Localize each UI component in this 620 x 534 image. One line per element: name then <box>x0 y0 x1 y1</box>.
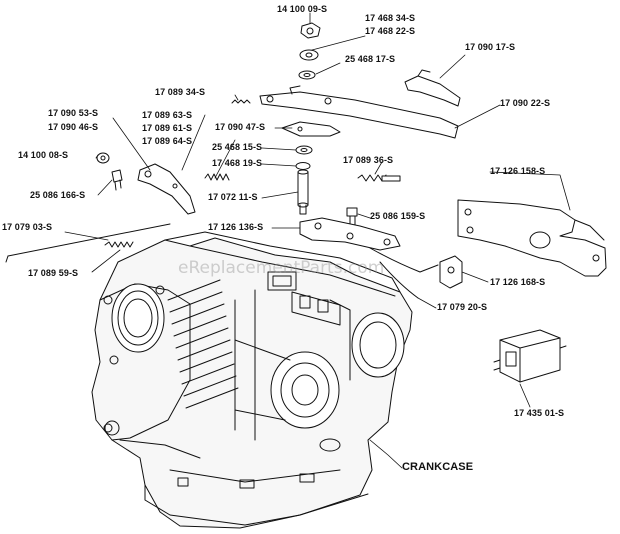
crankcase-illustration <box>91 231 413 529</box>
leader-lines <box>64 12 571 469</box>
throttle-parts <box>5 152 230 263</box>
part-label: 17 079 20-S <box>437 302 488 312</box>
part-label: 17 126 168-S <box>490 277 546 287</box>
part-label: 17 090 47-S <box>215 122 266 132</box>
part-label: 17 079 03-S <box>2 222 53 232</box>
part-label: 17 089 61-S <box>142 123 193 133</box>
governor-parts <box>231 22 463 299</box>
part-label: 25 086 166-S <box>30 190 86 200</box>
part-label: 14 100 08-S <box>18 150 69 160</box>
part-label: 17 089 63-S <box>142 110 193 120</box>
part-label: 17 468 34-S <box>365 13 416 23</box>
solenoid <box>493 329 567 383</box>
part-label: 17 468 22-S <box>365 26 416 36</box>
part-label: 14 100 09-S <box>277 4 328 14</box>
part-label: 17 089 64-S <box>142 136 193 146</box>
watermark: eReplacementParts.com <box>178 258 385 278</box>
part-label: 17 090 53-S <box>48 108 99 118</box>
part-label: 17 126 136-S <box>208 222 264 232</box>
part-label: 25 468 15-S <box>212 142 263 152</box>
part-label: 25 086 159-S <box>370 211 426 221</box>
part-label: 17 468 19-S <box>212 158 263 168</box>
part-label: 17 435 01-S <box>514 408 565 418</box>
part-label: 17 072 11-S <box>208 192 258 202</box>
part-label: 17 089 34-S <box>155 87 206 97</box>
part-label: 17 090 17-S <box>465 42 516 52</box>
choke-bracket <box>457 199 607 277</box>
part-label: 25 468 17-S <box>345 54 396 64</box>
part-label: 17 126 158-S <box>490 166 546 176</box>
part-label: 17 090 46-S <box>48 122 99 132</box>
crankcase-label: CRANKCASE <box>402 461 474 473</box>
part-label: 17 089 36-S <box>343 155 394 165</box>
part-label: 17 090 22-S <box>500 98 551 108</box>
part-label: 17 089 59-S <box>28 268 79 278</box>
